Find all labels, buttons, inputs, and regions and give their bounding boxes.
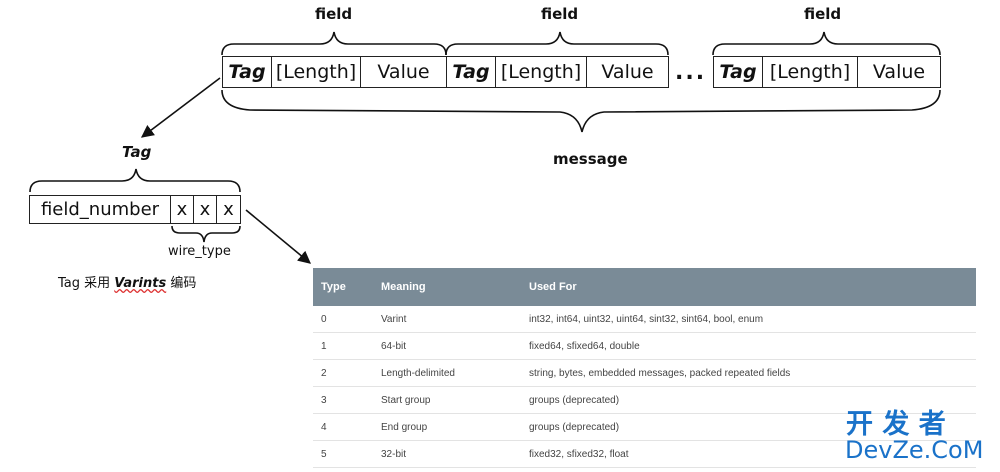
used-for-cell: fixed64, sfixed64, double [521, 332, 976, 360]
used-for-cell: groups (deprecated) [521, 386, 976, 414]
field-brace-1 [221, 31, 447, 56]
field-label-2: field [541, 5, 579, 23]
table-row: 4 End group groups (deprecated) [313, 413, 976, 441]
meaning-cell: Varint [373, 306, 521, 333]
table-header-row: Type Meaning Used For [313, 268, 976, 306]
used-for-cell: int32, int64, uint32, uint64, sint32, si… [521, 306, 976, 333]
table-row: 2 Length-delimited string, bytes, embedd… [313, 359, 976, 387]
wire-type-table: Type Meaning Used For 0 Varint int32, in… [313, 268, 976, 468]
wire-type-bit-1: x [170, 195, 194, 224]
message-length-2: [Length] [495, 56, 587, 88]
wire-type-bit-3: x [216, 195, 241, 224]
type-cell: 0 [313, 306, 373, 333]
watermark-cn: 开 发 者 [846, 409, 946, 440]
message-tag-3: Tag [713, 56, 763, 88]
meaning-cell: Start group [373, 386, 521, 414]
watermark-en: DevZe.CoM [845, 436, 984, 464]
type-cell: 2 [313, 359, 373, 387]
message-length-3: [Length] [762, 56, 858, 88]
table-row: 5 32-bit fixed32, sfixed32, float [313, 440, 976, 468]
tag-brace [29, 168, 241, 193]
header-type: Type [313, 268, 373, 306]
type-cell: 1 [313, 332, 373, 360]
message-label: message [553, 150, 628, 168]
wire-type-label: wire_type [168, 244, 231, 259]
message-tag-2: Tag [446, 56, 496, 88]
message-length-1: [Length] [271, 56, 361, 88]
field-number-box: field_number [29, 195, 171, 224]
ellipsis: ... [675, 60, 707, 85]
meaning-cell: End group [373, 413, 521, 441]
header-meaning: Meaning [373, 268, 521, 306]
message-value-3: Value [857, 56, 941, 88]
field-label-3: field [804, 5, 842, 23]
type-cell: 3 [313, 386, 373, 414]
varints-note: Tag 采用 Varints 编码 [58, 272, 196, 291]
meaning-cell: Length-delimited [373, 359, 521, 387]
type-cell: 5 [313, 440, 373, 468]
wire-type-brace [171, 225, 241, 243]
used-for-cell: groups (deprecated) [521, 413, 976, 441]
arrow-to-tag [140, 77, 221, 138]
used-for-cell: string, bytes, embedded messages, packed… [521, 359, 976, 387]
message-value-2: Value [586, 56, 669, 88]
table-row: 0 Varint int32, int64, uint32, uint64, s… [313, 306, 976, 333]
message-value-1: Value [360, 56, 447, 88]
field-brace-3 [712, 31, 941, 56]
field-brace-2 [445, 31, 669, 56]
type-cell: 4 [313, 413, 373, 441]
meaning-cell: 32-bit [373, 440, 521, 468]
wire-type-bit-2: x [193, 195, 217, 224]
message-brace [221, 89, 941, 133]
field-label-1: field [315, 5, 353, 23]
table-row: 3 Start group groups (deprecated) [313, 386, 976, 414]
table-row: 1 64-bit fixed64, sfixed64, double [313, 332, 976, 360]
meaning-cell: 64-bit [373, 332, 521, 360]
header-used-for: Used For [521, 268, 976, 306]
varints-note-keyword: Varints [114, 276, 167, 291]
tag-heading: Tag [122, 143, 152, 161]
varints-note-prefix: Tag 采用 [58, 276, 115, 291]
used-for-cell: fixed32, sfixed32, float [521, 440, 976, 468]
varints-note-suffix: 编码 [166, 276, 197, 291]
message-tag-1: Tag [222, 56, 272, 88]
arrow-to-table [245, 209, 311, 264]
